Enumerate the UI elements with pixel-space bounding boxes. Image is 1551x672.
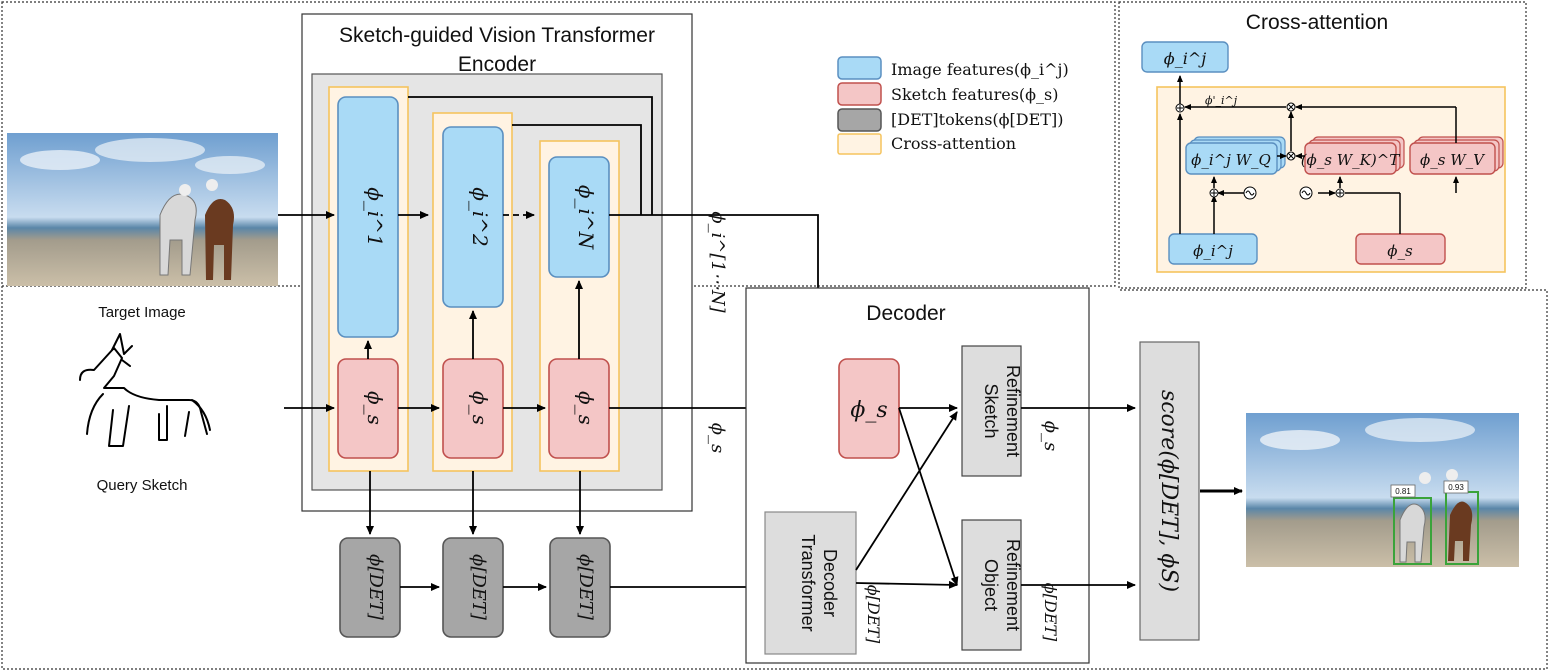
score-block — [1139, 341, 1200, 641]
image-feature-block-1 — [337, 96, 399, 338]
det-label-1: ϕ[DET] — [365, 554, 386, 621]
sketch-label-n: ϕ_s — [574, 391, 598, 425]
transformer-decoder-label-line2: Decoder — [820, 549, 840, 617]
result-score-tag-1 — [1390, 484, 1416, 498]
image-feature-block-n — [548, 156, 610, 278]
image-feature-label-n: ϕ_i^N — [574, 185, 598, 251]
object-refinement-label-line2: Refinement — [1003, 539, 1023, 631]
result-score-tag-2 — [1443, 480, 1469, 494]
image-feature-label-1: ϕ_i^1 — [363, 187, 387, 247]
frame-bottom — [1, 286, 1548, 670]
decoder-arrows — [855, 404, 1243, 589]
det-label-n: ϕ[DET] — [575, 554, 596, 621]
ca-output-label: ϕ_i^j — [1164, 49, 1206, 68]
encoder-title-line2: Encoder — [458, 53, 536, 76]
legend-swatch-sketch — [837, 82, 882, 106]
decoder-det-output-label: ϕ[DET] — [864, 585, 883, 644]
query-sketch — [79, 333, 211, 447]
ca-output-block — [1141, 41, 1229, 73]
encoder-output-sketch-label: ϕ_s — [707, 423, 728, 454]
sketch-refinement-output-label: ϕ_s — [1040, 421, 1061, 452]
legend-label-det: [DET]tokens(ϕ[DET]) — [891, 110, 1063, 129]
legend-swatch-image — [837, 56, 882, 80]
target-image-label: Target Image — [98, 304, 186, 321]
legend-label-cross-attention: Cross-attention — [891, 134, 1016, 153]
result-score-2: 0.93 — [1448, 483, 1464, 492]
score-label: score(ϕ[DET], ϕS) — [1156, 390, 1181, 592]
decoder-sketch-label: ϕ_s — [850, 398, 887, 423]
det-label-2: ϕ[DET] — [468, 554, 489, 621]
object-refinement-output-label: ϕ[DET] — [1041, 583, 1060, 642]
result-score-1: 0.81 — [1395, 487, 1411, 496]
legend-swatch-det — [837, 108, 882, 132]
encoder-output-image-label: ϕ_i^[1⋯N] — [707, 211, 728, 313]
ca-k-label: (ϕ_s W_K)^T — [1301, 151, 1401, 169]
ca-prime-label: ϕ'_i^j — [1205, 94, 1238, 107]
legend-label-sketch: Sketch features(ϕ_s) — [891, 85, 1059, 104]
result-box-1 — [1393, 497, 1432, 565]
transformer-decoder-label-line1: Transformer — [798, 534, 818, 631]
ca-v-label: ϕ_s W_V — [1420, 151, 1486, 169]
image-feature-block-2 — [442, 126, 504, 308]
ca-q-label: ϕ_i^j W_Q — [1191, 151, 1271, 169]
sketch-refinement-label-line2: Refinement — [1003, 365, 1023, 457]
encoder-title-line1: Sketch-guided Vision Transformer — [339, 24, 655, 47]
ca-v-block — [1409, 142, 1496, 175]
decoder-title: Decoder — [866, 302, 945, 325]
ca-q-block — [1185, 142, 1278, 175]
cross-attention-title: Cross-attention — [1246, 11, 1388, 34]
cross-attention-operator-glyphs — [1177, 103, 1343, 196]
cross-attention-arrows — [1177, 75, 1459, 234]
image-feature-label-2: ϕ_i^2 — [468, 187, 492, 247]
ca-input-image-block — [1168, 233, 1258, 265]
sketch-refinement-block — [961, 345, 1022, 477]
object-refinement-label-line1: Object — [981, 559, 1001, 611]
sketch-label-2: ϕ_s — [468, 391, 492, 425]
result-image — [1246, 413, 1519, 567]
legend-swatch-cross-attention — [837, 133, 882, 155]
transformer-decoder-block — [764, 511, 857, 655]
legend-label-image: Image features(ϕ_i^j) — [891, 60, 1069, 79]
legend: Image features(ϕ_i^j) Sketch features(ϕ_… — [837, 56, 1069, 155]
sketch-label-1: ϕ_s — [363, 391, 387, 425]
ca-input-sketch-label: ϕ_s — [1387, 242, 1413, 260]
ca-k-block — [1304, 142, 1397, 175]
query-sketch-label: Query Sketch — [97, 477, 188, 494]
sketch-refinement-label-line1: Sketch — [981, 383, 1001, 438]
ca-input-image-label: ϕ_i^j — [1193, 242, 1233, 260]
target-image — [7, 133, 278, 286]
